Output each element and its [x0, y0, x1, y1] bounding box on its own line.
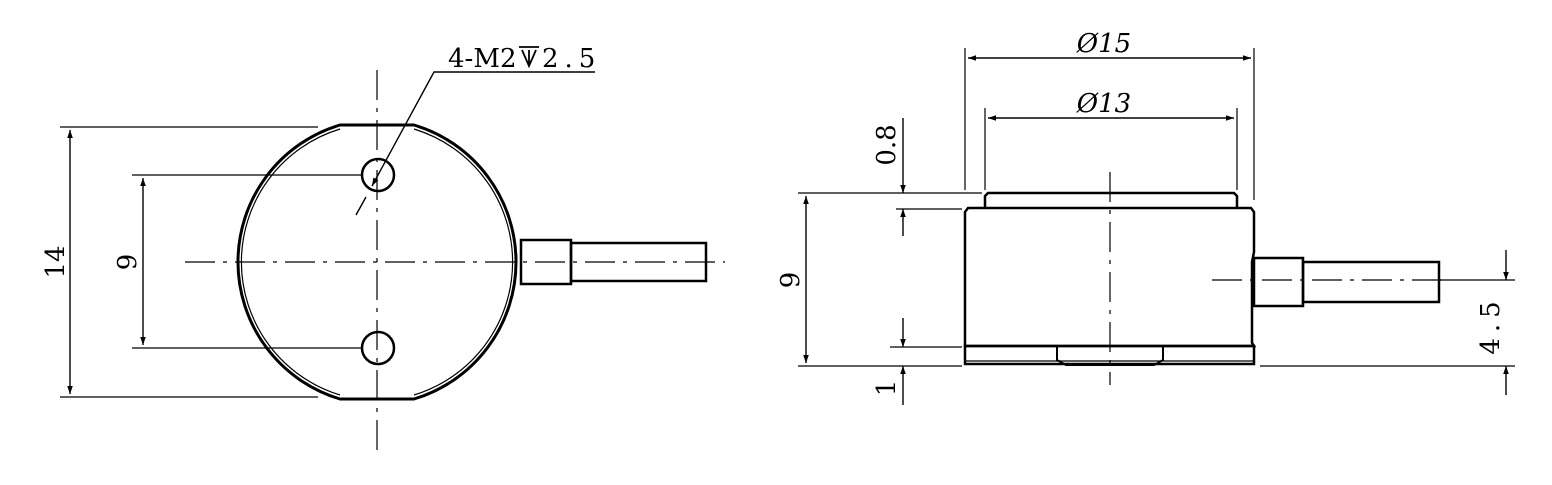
front-view	[60, 70, 725, 455]
side-cable-strain-relief	[1252, 256, 1305, 308]
front-body-outline	[236, 123, 518, 401]
outer-diameter-label: Ø15	[1076, 29, 1131, 59]
hole-callout-label: 4-M2	[448, 44, 517, 74]
hole-callout-leader-tail	[355, 196, 367, 216]
inner-diameter-label: Ø13	[1076, 89, 1131, 119]
hole-callout-leader	[371, 71, 595, 187]
front-body-inner-arc-right	[413, 128, 514, 396]
front-height-label: 14	[41, 245, 71, 278]
total-height-label: 9	[776, 272, 806, 289]
side-top-cap	[983, 191, 1239, 207]
top-step-label: 0.8	[872, 124, 902, 165]
front-cable	[569, 241, 708, 283]
depth-symbol-icon	[519, 46, 539, 69]
side-view	[798, 48, 1515, 405]
cable-height-label: 4.5	[1476, 295, 1506, 354]
front-hole-spacing-label: 9	[113, 254, 143, 271]
hole-depth-label: 2.5	[542, 44, 601, 74]
side-cable	[1301, 260, 1441, 304]
mounting-hole-bottom	[360, 330, 396, 366]
side-bottom-boss	[1056, 346, 1164, 366]
front-body-inner-arc-left	[240, 128, 341, 396]
bottom-step-label: 1	[872, 380, 902, 397]
